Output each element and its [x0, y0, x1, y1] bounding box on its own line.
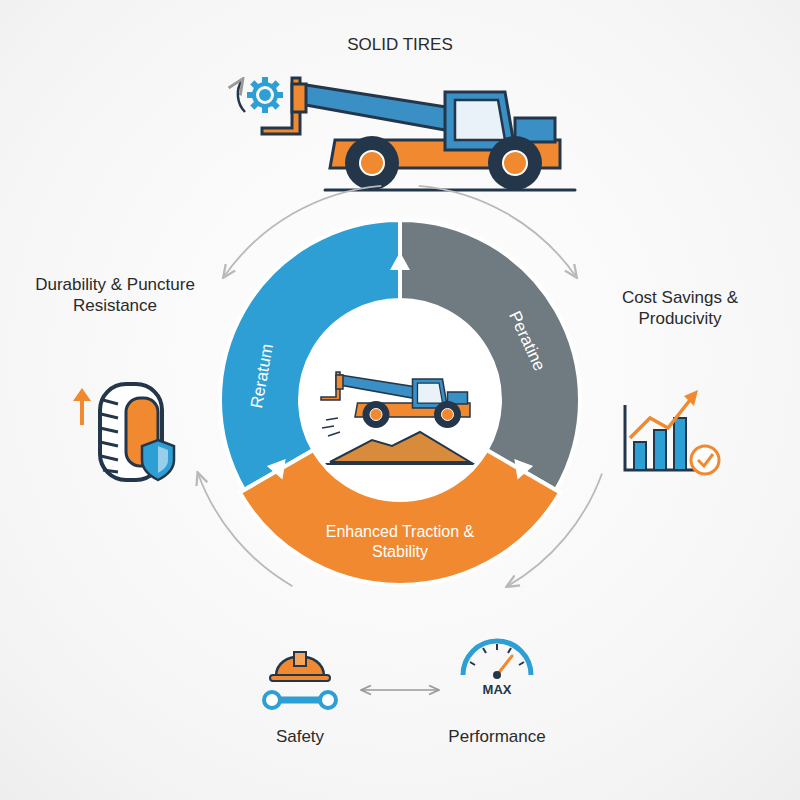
icon-label: Safety — [276, 726, 324, 747]
benefit-label: Cost Savings & Producivity — [605, 287, 755, 330]
segment-shape — [238, 448, 562, 588]
cycle-segment: Enhanced Traction & Stability — [238, 448, 562, 588]
segment-label: Enhanced Traction & Stability — [320, 522, 480, 562]
icon-label: Performance — [448, 726, 545, 747]
benefit-label: Durability & Puncture Resistance — [30, 274, 200, 317]
gauge-label: MAX — [483, 682, 512, 698]
title: SOLID TIRES — [347, 34, 453, 55]
